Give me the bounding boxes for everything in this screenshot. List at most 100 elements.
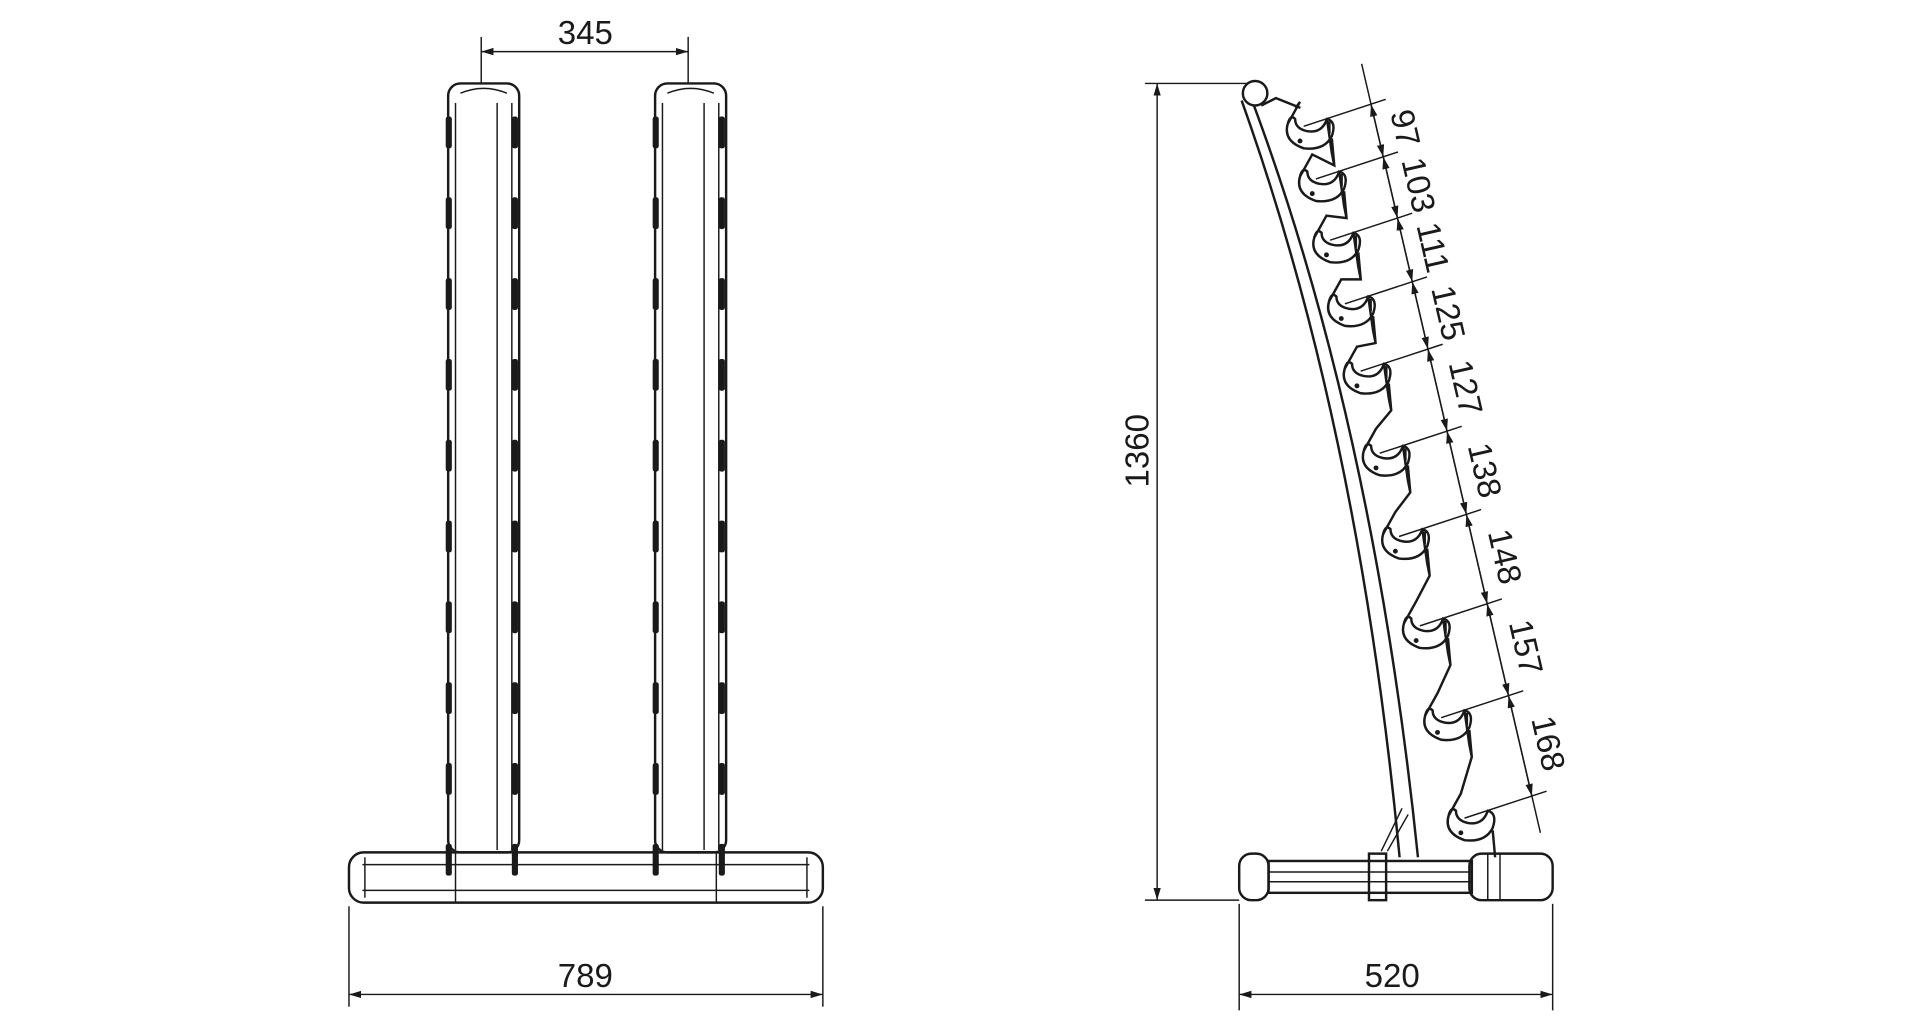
hook (1381, 526, 1431, 561)
hook (1361, 443, 1411, 477)
slot (511, 116, 518, 149)
slot (445, 763, 452, 795)
curved-frame (1240, 79, 1420, 858)
extension-line (1303, 98, 1386, 127)
slot (445, 358, 452, 391)
hook-pin (1354, 383, 1360, 389)
slot (652, 843, 659, 876)
slot (718, 601, 725, 634)
hook-spacing-label: 138 (1460, 439, 1508, 501)
hook-rail (1286, 101, 1497, 858)
dimension-post-spacing: 345 (480, 15, 689, 84)
spacing-arrow (1465, 514, 1488, 605)
slot (652, 358, 659, 391)
slot (718, 843, 725, 876)
slot (652, 439, 659, 472)
hook-spacing-label: 125 (1423, 282, 1471, 344)
spacing-arrow (1370, 104, 1385, 158)
extension-line (1398, 508, 1482, 538)
slot (445, 439, 452, 472)
hook-pin (1309, 191, 1315, 197)
dimension-height: 1360 (1120, 82, 1249, 901)
slot (718, 116, 725, 149)
hook-pin (1392, 548, 1398, 554)
hook (1342, 361, 1392, 395)
hook-spacing-label: 157 (1501, 616, 1549, 678)
slot (511, 520, 518, 553)
slot (511, 197, 518, 230)
hook-pin (1373, 465, 1379, 471)
slot (652, 682, 659, 715)
hook-spacing-label: 168 (1523, 712, 1571, 774)
hook-spacing-label: 127 (1441, 357, 1489, 419)
slot (652, 601, 659, 634)
slot (718, 197, 725, 230)
hook-pin (1435, 729, 1440, 735)
hook-pin (1413, 638, 1419, 644)
slot (445, 278, 452, 310)
spacing-arrow (1427, 348, 1448, 432)
slot (445, 197, 452, 230)
extension-line (1329, 212, 1413, 241)
slot (511, 358, 518, 391)
slot (445, 116, 452, 149)
slot (652, 278, 659, 310)
hook-spacing-label: 97 (1382, 106, 1426, 150)
slot (718, 520, 725, 553)
left-post (446, 82, 521, 854)
hook (1423, 707, 1473, 742)
slot (718, 358, 725, 391)
extension-line (1344, 276, 1428, 305)
hook (1312, 229, 1362, 264)
dimension-base-width: 789 (348, 906, 824, 1007)
side-base (1237, 852, 1554, 902)
slot (652, 520, 659, 553)
post-spacing-label: 345 (558, 15, 613, 52)
hook-spacing-label: 103 (1394, 154, 1442, 216)
spacing-arrow (1382, 156, 1399, 219)
spacing-arrow (1446, 431, 1468, 515)
slot (445, 520, 452, 553)
slot (511, 682, 518, 715)
spacing-arrow (1507, 695, 1533, 797)
slot (511, 278, 518, 310)
slot (511, 439, 518, 472)
extension-line (1360, 343, 1443, 372)
height-label: 1360 (1120, 414, 1157, 488)
hook (1401, 615, 1451, 650)
hook (1326, 293, 1376, 328)
post-slots (445, 116, 725, 876)
extension-line (1419, 598, 1503, 627)
slot (652, 116, 659, 149)
dimension-depth: 520 (1238, 903, 1554, 1011)
slot (718, 278, 725, 310)
front-view: 345 789 (347, 15, 825, 1007)
hook (1297, 168, 1347, 203)
slot (652, 197, 659, 230)
hook-pin (1297, 138, 1303, 144)
slot (718, 763, 725, 795)
slot (445, 843, 452, 876)
slot (652, 763, 659, 795)
hook-spacing-label: 111 (1409, 219, 1456, 276)
slot (511, 763, 518, 795)
hook-pin (1324, 252, 1329, 258)
slot (511, 843, 518, 876)
extension-line (1464, 790, 1547, 819)
extension-line (1315, 151, 1399, 180)
base-width-label: 789 (558, 958, 613, 995)
slot (445, 601, 452, 634)
spacing-arrow (1411, 281, 1429, 350)
hook (1285, 116, 1335, 150)
slot (718, 439, 725, 472)
hook-pin (1338, 316, 1344, 321)
hooks (1285, 116, 1496, 842)
right-post (653, 82, 728, 854)
slot (511, 601, 518, 634)
extension-line (1440, 690, 1524, 719)
extension-line (1379, 425, 1462, 454)
front-base (347, 851, 825, 904)
